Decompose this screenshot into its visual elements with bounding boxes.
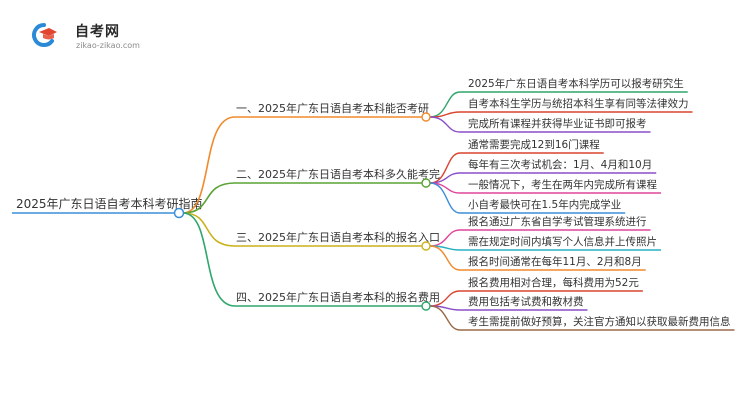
root-topic[interactable]: 2025年广东日语自考本科考研指南 [16, 196, 203, 211]
branch-topic[interactable]: 一、2025年广东日语自考本科能否考研 [236, 101, 429, 115]
leaf-connector [429, 305, 461, 331]
graduation-cap-icon [32, 23, 57, 47]
branch-collapse-toggle[interactable] [421, 112, 431, 122]
branch-connector [182, 182, 236, 214]
leaf-connector [429, 91, 461, 118]
leaf-topic[interactable]: 费用包括考试费和教材费 [468, 295, 584, 308]
branch-connector [182, 116, 236, 214]
branch-topic[interactable]: 三、2025年广东日语自考本科的报名入口 [236, 230, 440, 244]
logo-url: zikao-zikao.com [76, 41, 140, 50]
leaf-connector [429, 182, 461, 194]
leaf-topic[interactable]: 小自考最快可在1.5年内完成学业 [468, 198, 621, 211]
branch-collapse-toggle[interactable] [421, 178, 431, 188]
site-logo[interactable]: 自考网 zikao-zikao.com [8, 4, 168, 54]
leaf-topic[interactable]: 通常需要完成12到16门课程 [468, 138, 600, 151]
branch-collapse-toggle[interactable] [421, 241, 431, 251]
leaf-connector [429, 245, 461, 271]
leaf-topic[interactable]: 每年有三次考试机会：1月、4月和10月 [468, 158, 652, 171]
leaf-topic[interactable]: 2025年广东日语自考本科学历可以报考研究生 [468, 77, 684, 90]
leaf-topic[interactable]: 需在规定时间内填写个人信息并上传照片 [468, 235, 657, 248]
leaf-connector [429, 116, 461, 133]
leaf-topic[interactable]: 报名时间通常在每年11月、2月和8月 [468, 255, 642, 268]
leaf-topic[interactable]: 自考本科生学历与统招本科生享有同等法律效力 [468, 97, 689, 110]
leaf-topic[interactable]: 报名通过广东省自学考试管理系统进行 [468, 215, 647, 228]
leaf-connector [429, 182, 461, 214]
leaf-topic[interactable]: 考生需提前做好预算，关注官方通知以获取最新费用信息 [468, 315, 731, 328]
root-collapse-toggle[interactable] [173, 207, 185, 219]
branch-topic[interactable]: 四、2025年广东日语自考本科的报名费用 [236, 290, 440, 304]
branch-collapse-toggle[interactable] [421, 301, 431, 311]
branch-connector [182, 212, 236, 307]
logo-title: 自考网 [75, 24, 120, 40]
branch-connector [182, 212, 236, 247]
leaf-topic[interactable]: 报名费用相对合理，每科费用为52元 [468, 276, 639, 289]
branch-topic[interactable]: 二、2025年广东日语自考本科多久能考完 [236, 167, 440, 181]
leaf-topic[interactable]: 完成所有课程并获得毕业证书即可报考 [468, 117, 647, 130]
leaf-connector [429, 111, 461, 118]
leaf-topic[interactable]: 一般情况下，考生在两年内完成所有课程 [468, 178, 657, 191]
